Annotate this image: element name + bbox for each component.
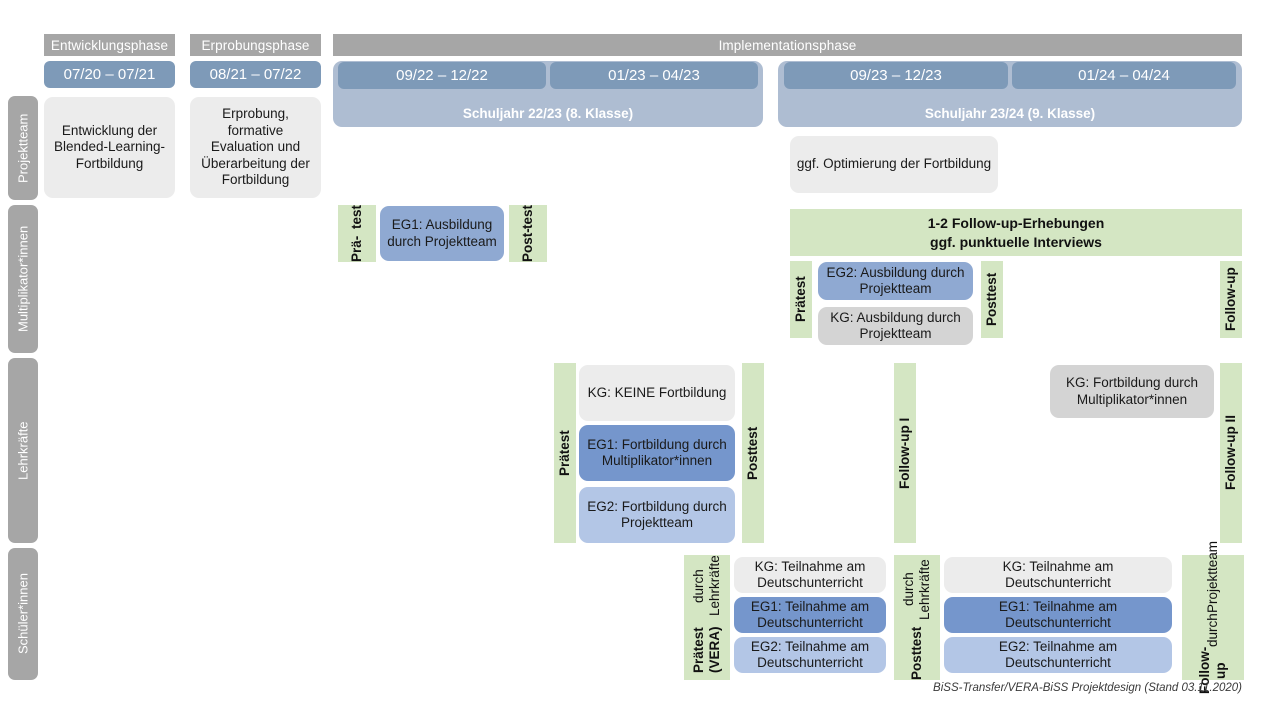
posttest-line1: Post- [520, 228, 536, 263]
card-erprobung-evaluation: Erprobung, formative Evaluation und Über… [190, 97, 321, 198]
posttest-schueler-sub: durch Lehrkräfte [901, 559, 932, 620]
posttest-multiplikatoren-right: Posttest [981, 261, 1003, 338]
followup-1-lehrkraefte: Follow-up I [894, 363, 916, 543]
praetest-lehrkraefte: Prätest [554, 363, 576, 543]
pretest-line1: Prä- [349, 235, 365, 262]
period-01-23-04-23: 01/23 – 04/23 [550, 62, 758, 89]
card-eg2-ausbildung-projektteam: EG2: Ausbildung durch Projektteam [818, 262, 973, 300]
followup-multiplikatoren: Follow-up [1220, 261, 1242, 338]
followup-erhebungen-banner: 1-2 Follow-up-Erhebungen ggf. punktuelle… [790, 209, 1242, 256]
card-entwicklung-fortbildung: Entwicklung der Blended-Learning-Fortbil… [44, 97, 175, 198]
followup-schueler-sub1: durch [1205, 613, 1221, 647]
card-eg2-teilnahme-deutschunterricht-2: EG2: Teilnahme am Deutschunterricht [944, 637, 1172, 673]
posttest-schueler: Posttest durch Lehrkräfte [894, 555, 940, 680]
row-label-multiplikatorinnen: Multiplikator*innen [8, 205, 38, 353]
praetest-vera-schueler: Prätest (VERA) durch Lehrkräfte [684, 555, 730, 680]
period-01-24-04-24: 01/24 – 04/24 [1012, 62, 1236, 89]
card-eg1-teilnahme-deutschunterricht-1: EG1: Teilnahme am Deutschunterricht [734, 597, 886, 633]
card-eg2-teilnahme-deutschunterricht-1: EG2: Teilnahme am Deutschunterricht [734, 637, 886, 673]
card-eg1-fortbildung-multiplikatoren: EG1: Fortbildung durch Multiplikator*inn… [579, 425, 735, 481]
row-label-schuelerinnen: Schüler*innen [8, 548, 38, 680]
period-09-23-12-23: 09/23 – 12/23 [784, 62, 1008, 89]
posttest-schueler-main: Posttest [909, 626, 925, 680]
card-kg-teilnahme-deutschunterricht-2: KG: Teilnahme am Deutschunterricht [944, 557, 1172, 593]
followup-schueler: Follow-up durch Projektteam [1182, 541, 1244, 694]
phase-header-implementationsphase: Implementationsphase [333, 34, 1242, 56]
followup-2-lehrkraefte: Follow-up II [1220, 363, 1242, 543]
followup-schueler-sub2: Projektteam [1205, 540, 1221, 613]
card-kg-keine-fortbildung: KG: KEINE Fortbildung [579, 365, 735, 421]
card-ggf-optimierung-fortbildung: ggf. Optimierung der Fortbildung [790, 136, 998, 193]
card-eg2-fortbildung-projektteam: EG2: Fortbildung durch Projektteam [579, 487, 735, 543]
followup-banner-line1: 1-2 Follow-up-Erhebungen [927, 215, 1105, 232]
followup-banner-line2: ggf. punktuelle Interviews [930, 233, 1102, 250]
posttest-line2: test [520, 204, 536, 229]
praetest-multiplikatoren-right: Prätest [790, 261, 812, 338]
row-label-lehrkraefte: Lehrkräfte [8, 358, 38, 543]
footer-credit: BiSS-Transfer/VERA-BiSS Projektdesign (S… [933, 682, 1242, 694]
posttest-lehrkraefte: Posttest [742, 363, 764, 543]
row-label-projektteam: Projektteam [8, 96, 38, 200]
period-07-20-07-21: 07/20 – 07/21 [44, 61, 175, 88]
phase-header-entwicklungsphase: Entwicklungsphase [44, 34, 175, 56]
card-kg-teilnahme-deutschunterricht-1: KG: Teilnahme am Deutschunterricht [734, 557, 886, 593]
pretest-multiplikatoren-left: Prä- test [338, 205, 376, 262]
card-eg1-ausbildung-projektteam: EG1: Ausbildung durch Projektteam [380, 206, 504, 261]
card-eg1-teilnahme-deutschunterricht-2: EG1: Teilnahme am Deutschunterricht [944, 597, 1172, 633]
phase-header-erprobungsphase: Erprobungsphase [190, 34, 321, 56]
card-kg-ausbildung-projektteam: KG: Ausbildung durch Projektteam [818, 307, 973, 345]
period-09-22-12-22: 09/22 – 12/22 [338, 62, 546, 89]
pretest-line2: test [349, 205, 365, 230]
praetest-vera-sub: durch Lehrkräfte [691, 555, 722, 617]
posttest-multiplikatoren-left: Post- test [509, 205, 547, 262]
praetest-vera-main: Prätest (VERA) [691, 626, 722, 674]
period-08-21-07-22: 08/21 – 07/22 [190, 61, 321, 88]
card-kg-fortbildung-multiplikatoren: KG: Fortbildung durch Multiplikator*inne… [1050, 365, 1214, 418]
